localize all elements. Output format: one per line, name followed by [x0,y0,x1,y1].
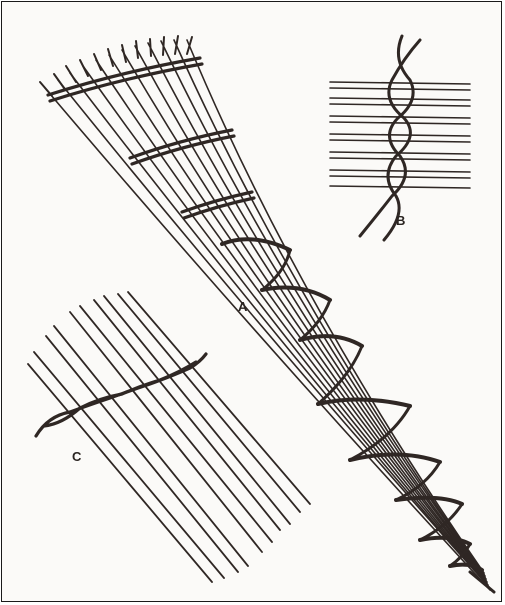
figure-label-b: B [396,214,405,227]
figure-label-c: C [72,450,81,463]
figure-c-diagonal-warps [28,292,310,582]
figure-label-a: A [238,300,247,313]
figure-a-conical-trap [40,36,494,592]
figure-b-horizontal-warps [330,82,470,188]
figure-c-twining-detail [28,292,310,582]
figure-a-warp-rods [45,40,490,590]
figure-b-weft-strands [360,36,420,240]
figure-b-twining-detail [330,36,470,240]
figure-c-weft-strands [36,354,206,436]
